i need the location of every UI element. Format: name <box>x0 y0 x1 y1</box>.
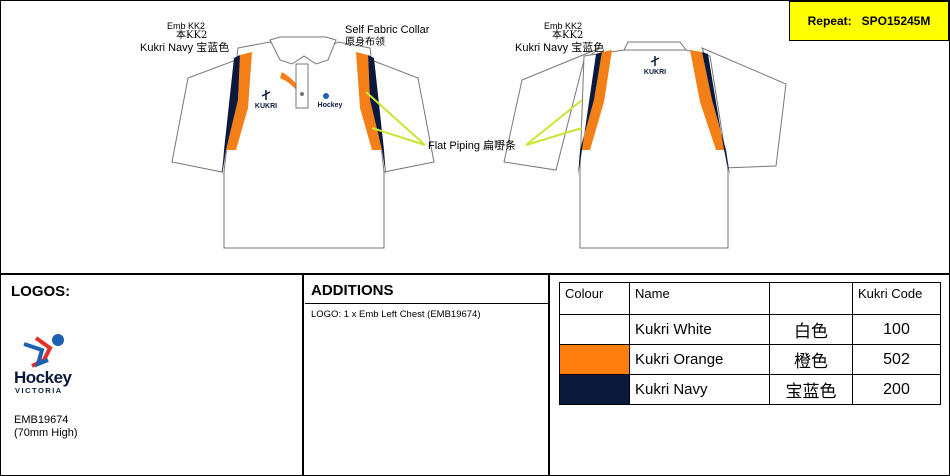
front-emb-label: Emb KK2 <box>167 21 206 31</box>
hockey-chest-logo-text: Hockey <box>318 102 343 109</box>
colour-table: Colour Name Kukri Code Kukri White 白色 10… <box>559 282 941 405</box>
colour-row: Kukri Navy 宝蓝色 200 <box>559 374 941 405</box>
front-emb-label-cn: 本KK2 <box>176 30 208 41</box>
additions-title: ADDITIONS <box>311 282 394 299</box>
kukri-back-logo-text: KUKRI <box>644 69 666 76</box>
logos-title: LOGOS: <box>11 283 71 300</box>
logo-code: EMB19674 <box>14 414 69 426</box>
kukri-back-logo: KUKRI <box>644 56 666 76</box>
back-left-navy-piping <box>578 52 602 176</box>
back-emb-label-cn: 本KK2 <box>552 30 584 41</box>
hockey-victoria-logo: Hockey VICTORIA <box>14 330 90 395</box>
colour-swatch <box>559 344 630 375</box>
repeat-label: Repeat: <box>807 14 852 28</box>
flat-piping-label: Flat Piping 扁嘢条 <box>428 140 517 152</box>
colour-name-cn: 橙色 <box>769 344 853 375</box>
section-divider <box>0 273 950 275</box>
header-name: Name <box>629 282 770 315</box>
back-left-orange-panel <box>580 50 612 150</box>
collar-label-cn: 原身布领 <box>345 37 385 48</box>
piping-pointer-lines <box>365 91 583 146</box>
hockey-logo-text: Hockey <box>14 368 72 387</box>
header-colour: Colour <box>559 282 630 315</box>
hockey-chest-logo: Hockey <box>318 93 343 109</box>
logo-size: (70mm High) <box>14 427 78 439</box>
colour-code: 200 <box>852 374 941 405</box>
back-right-orange-panel <box>690 50 726 150</box>
hockey-victoria-logo-mark <box>23 334 64 368</box>
colour-row: Kukri White 白色 100 <box>559 314 941 345</box>
colour-row: Kukri Orange 橙色 502 <box>559 344 941 375</box>
front-left-navy-piping <box>222 55 240 176</box>
colour-name: Kukri Navy <box>629 374 770 405</box>
front-right-orange-panel <box>356 52 382 150</box>
front-shirt: KUKRI Hockey <box>171 36 435 249</box>
front-placket <box>295 63 309 109</box>
colour-code: 502 <box>852 344 941 375</box>
collar-label: Self Fabric Collar <box>345 24 430 36</box>
colour-code: 100 <box>852 314 941 345</box>
front-collar-inner-orange <box>280 72 298 92</box>
logo-spec: EMB19674 (70mm High) <box>14 414 78 440</box>
additions-header: ADDITIONS <box>305 279 548 304</box>
colour-name: Kukri White <box>629 314 770 345</box>
garment-drawing: KUKRI Hockey KUKRI <box>171 36 787 249</box>
addition-item: LOGO: 1 x Emb Left Chest (EMB19674) <box>311 309 481 320</box>
back-emb-label: Emb KK2 <box>544 21 583 31</box>
repeat-badge: Repeat: SPO15245M <box>789 1 949 41</box>
victoria-logo-text: VICTORIA <box>15 386 63 395</box>
colour-swatch <box>559 314 630 345</box>
back-shirt: KUKRI <box>503 41 787 249</box>
column-divider-1 <box>302 274 304 476</box>
repeat-code: SPO15245M <box>861 14 931 28</box>
column-divider-2 <box>548 274 550 476</box>
kukri-chest-logo: KUKRI <box>255 90 277 110</box>
back-collar <box>623 41 687 51</box>
back-right-navy-piping <box>702 52 730 176</box>
colour-name-cn: 白色 <box>769 314 853 345</box>
front-collar <box>269 36 337 65</box>
colour-name: Kukri Orange <box>629 344 770 375</box>
header-kukri-code: Kukri Code <box>852 282 941 315</box>
kukri-chest-logo-text: KUKRI <box>255 103 277 110</box>
colour-table-header: Colour Name Kukri Code <box>559 282 941 315</box>
colour-swatch <box>559 374 630 405</box>
front-left-orange-panel <box>226 52 252 150</box>
front-right-navy-piping <box>368 55 386 176</box>
back-navy-label: Kukri Navy 宝蓝色 <box>515 42 605 54</box>
front-navy-label: Kukri Navy 宝蓝色 <box>140 42 230 54</box>
colour-name-cn: 宝蓝色 <box>769 374 853 405</box>
header-blank <box>769 282 853 315</box>
